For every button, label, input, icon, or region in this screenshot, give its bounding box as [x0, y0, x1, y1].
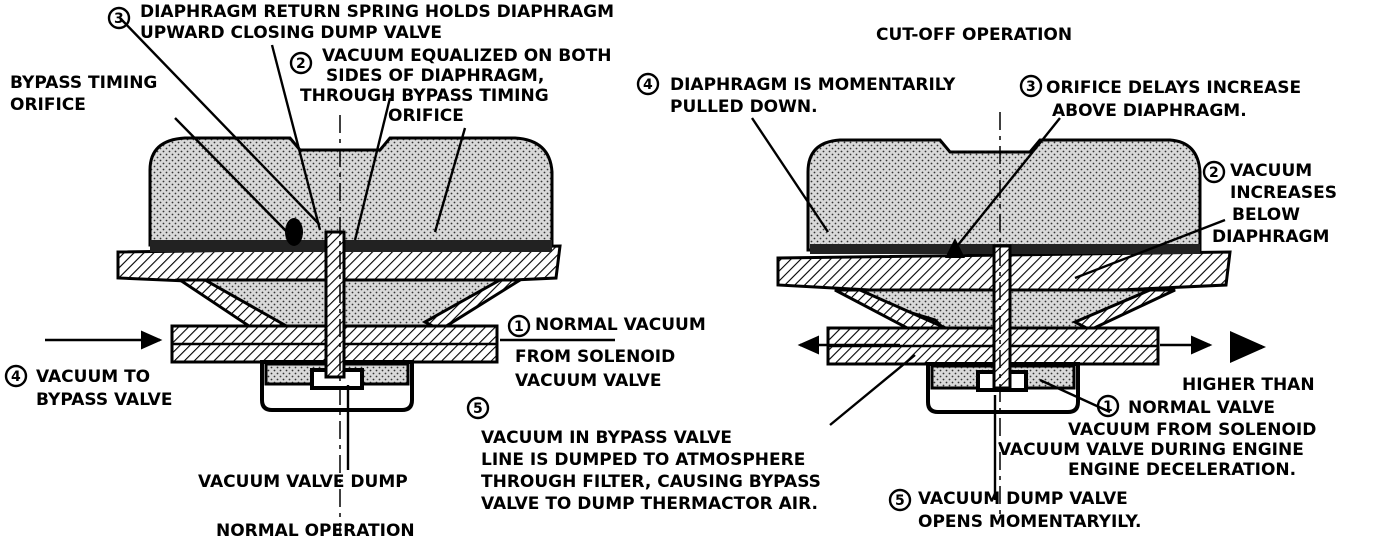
left-leader-lines — [119, 17, 467, 470]
right-callout1-line5: ENGINE DECELERATION. — [1068, 460, 1296, 480]
left-diaphragm — [150, 240, 552, 252]
right-callout4-line1: DIAPHRAGM IS MOMENTARILY — [670, 75, 956, 95]
right-callout1-line4: VACUUM VALVE DURING ENGINE — [998, 440, 1304, 460]
right-callout3-circle — [1019, 74, 1043, 98]
right-callout1-line2: NORMAL VALVE — [1128, 398, 1275, 418]
left-callout4-num: 4 — [11, 369, 21, 385]
right-callout2-line4: DIAPHRAGM — [1212, 227, 1329, 247]
left-callout2-line3: THROUGH BYPASS TIMING — [300, 86, 549, 106]
right-callout5-line1: VACUUM DUMP VALVE — [918, 489, 1128, 509]
left-valve-stem — [324, 230, 346, 379]
right-callout4-num: 4 — [643, 77, 653, 93]
right-callout5-line2: OPENS MOMENTARYILY. — [918, 512, 1141, 532]
right-callout1-circle — [1096, 394, 1120, 418]
left-callout3-num: 3 — [114, 11, 124, 27]
left-callout1-line3: VACUUM VALVE — [515, 371, 662, 391]
middle-text: 5 VACUUM IN BYPASS VALVE LINE IS DUMPED … — [466, 396, 821, 514]
right-valve-stem — [992, 244, 1012, 390]
left-callout3-line2: UPWARD CLOSING DUMP VALVE — [140, 23, 442, 43]
middle-callout5-line1: VACUUM IN BYPASS VALVE — [481, 428, 732, 448]
right-text: CUT-OFF OPERATION 4 DIAPHRAGM IS MOMENTA… — [636, 25, 1337, 532]
left-bypass-orifice-mark — [285, 218, 303, 246]
middle-callout5-num: 5 — [473, 401, 483, 417]
left-callout2-line1: VACUUM EQUALIZED ON BOTH — [322, 46, 612, 66]
right-callout5-circle — [888, 488, 912, 512]
left-callout3-circle — [107, 6, 131, 30]
left-callout2-num: 2 — [296, 56, 306, 72]
left-valve-drawing — [45, 115, 615, 535]
left-callout2-line2: SIDES OF DIAPHRAGM, — [326, 66, 544, 86]
right-caption: CUT-OFF OPERATION — [876, 25, 1072, 45]
right-orifice-mark — [945, 238, 965, 258]
right-callout4-line2: PULLED DOWN. — [670, 97, 818, 117]
left-callout1-num: 1 — [514, 319, 524, 335]
right-callout2-line2: INCREASES — [1230, 183, 1337, 203]
middle-callout5-line2: LINE IS DUMPED TO ATMOSPHERE — [481, 450, 805, 470]
right-callout2-line3: BELOW — [1232, 205, 1300, 225]
right-callout1-line3: VACUUM FROM SOLENOID — [1068, 420, 1316, 440]
middle-callout5-circle — [466, 396, 490, 420]
left-dump-label: VACUUM VALVE DUMP — [198, 472, 408, 492]
right-leader-lines — [751, 117, 1226, 500]
left-callout1-line2: FROM SOLENOID — [515, 347, 675, 367]
left-upper-chamber — [148, 136, 554, 247]
left-callout3-line1: DIAPHRAGM RETURN SPRING HOLDS DIAPHRAGM — [140, 2, 614, 22]
right-callout2-line1: VACUUM — [1230, 161, 1312, 181]
left-callout2-line4: ORIFICE — [388, 106, 464, 126]
middle-callout5-line3: THROUGH FILTER, CAUSING BYPASS — [481, 472, 821, 492]
right-callout3-line1: ORIFICE DELAYS INCREASE — [1046, 78, 1301, 98]
middle-callout5-line4: VALVE TO DUMP THERMACTOR AIR. — [481, 494, 818, 514]
left-callout4-line2: BYPASS VALVE — [36, 390, 172, 410]
left-callout2-circle — [289, 51, 313, 75]
left-bypass-orifice-line1: BYPASS TIMING — [10, 73, 157, 93]
left-text: 3 DIAPHRAGM RETURN SPRING HOLDS DIAPHRAG… — [4, 2, 706, 540]
left-bypass-orifice-line2: ORIFICE — [10, 95, 86, 115]
left-caption: NORMAL OPERATION — [216, 521, 415, 540]
right-valve-drawing — [776, 112, 1266, 520]
left-callout1-circle — [507, 314, 531, 338]
right-upper-chamber — [806, 138, 1202, 252]
left-callout4-circle — [4, 364, 28, 388]
right-callout1-num: 1 — [1103, 399, 1113, 415]
right-callout5-num: 5 — [895, 493, 905, 509]
left-callout1-line1: NORMAL VACUUM — [535, 315, 706, 335]
right-callout3-line2: ABOVE DIAPHRAGM. — [1052, 101, 1247, 121]
right-callout3-num: 3 — [1026, 79, 1036, 95]
right-callout1-line1: HIGHER THAN — [1182, 375, 1315, 395]
right-callout2-num: 2 — [1209, 165, 1219, 181]
right-callout2-circle — [1202, 160, 1226, 184]
right-callout4-circle — [636, 72, 660, 96]
left-callout4-line1: VACUUM TO — [36, 367, 150, 387]
